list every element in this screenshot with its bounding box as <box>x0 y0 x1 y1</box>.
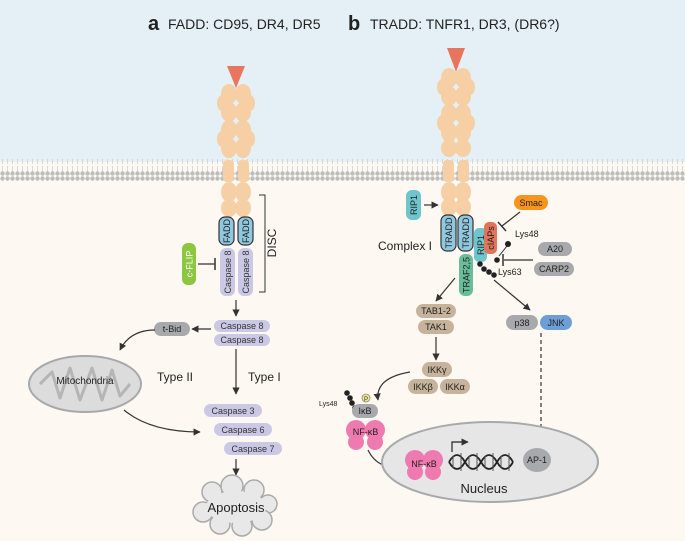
caspase-6-label: Caspase 6 <box>221 425 264 435</box>
arrow-to-mapk <box>493 279 531 311</box>
ligand-b <box>447 48 465 72</box>
mitochondria <box>28 355 142 413</box>
tbid-label: t-Bid <box>163 324 182 334</box>
traf2-5 <box>459 254 473 296</box>
ikk-gamma <box>422 362 452 377</box>
panel-a-letter: a <box>148 13 160 35</box>
nfkb-nucleus-label: NF-κB <box>411 459 437 469</box>
smac <box>514 195 548 210</box>
ligand-a <box>227 66 245 88</box>
ap1-label: AP-1 <box>527 455 547 465</box>
cflip <box>182 243 196 285</box>
nfkb-nuclear <box>405 450 443 480</box>
type-ii-label: Type II <box>157 370 193 384</box>
tbid <box>154 322 190 336</box>
extracellular-space <box>0 0 685 162</box>
caspase-7-label: Caspase 7 <box>231 444 274 454</box>
ciaps-label: cIAPs <box>486 226 496 250</box>
jnk-label: JNK <box>547 318 564 328</box>
a20 <box>538 242 572 256</box>
smac-label: Smac <box>519 198 543 208</box>
tab1-2 <box>416 304 456 318</box>
nfkb-label: NF-κB <box>353 427 379 437</box>
caspase-3-label: Caspase 3 <box>211 406 254 416</box>
fadd-a-left <box>218 216 235 246</box>
nucleus-label: Nucleus <box>461 481 508 496</box>
nfkb-cytoplasmic <box>346 420 385 450</box>
fadd-a-right <box>237 216 254 246</box>
procaspase-8-right-label: Caspase 8 <box>241 250 251 293</box>
complex-i-label: Complex I <box>378 239 432 253</box>
caspase-8-active-1 <box>214 320 270 332</box>
ciaps <box>484 222 497 254</box>
receptor-b <box>437 48 475 216</box>
phospho-group <box>361 393 371 403</box>
jnk <box>540 315 572 330</box>
caspase-8-active-2-label: Caspase 8 <box>220 335 263 345</box>
dna-helix <box>448 453 514 471</box>
fadd-a-left-label: FADD <box>222 219 232 244</box>
panel-b-letter: b <box>348 13 360 35</box>
arrow-mito-to-caspases <box>123 409 201 436</box>
p38-label: p38 <box>514 318 529 328</box>
cflip-label: c-FLIP <box>185 251 195 278</box>
type-i-label: Type I <box>248 370 281 384</box>
ikb <box>352 404 378 418</box>
p38 <box>506 315 538 330</box>
rip1-bound <box>474 228 487 262</box>
apoptosis-label: Apoptosis <box>207 500 265 515</box>
carp2 <box>534 262 574 276</box>
ap1-dimer <box>523 448 551 472</box>
rip1-free <box>406 190 421 220</box>
ikk-gamma-label: IKKγ <box>427 365 447 375</box>
mitochondria-label: Mitochondria <box>56 376 114 387</box>
rip1-free-label: RIP1 <box>409 195 419 215</box>
cytoplasm <box>0 162 685 541</box>
procaspase-8-right <box>238 248 253 296</box>
arrow-tbid-to-mito <box>119 329 156 351</box>
panel-a-title: FADD: CD95, DR4, DR5 <box>168 16 321 32</box>
arrow-to-tab <box>435 277 456 302</box>
caspase-8-active-1-label: Caspase 8 <box>220 321 263 331</box>
ikk-beta <box>408 379 438 394</box>
apoptotic-cell <box>192 474 278 537</box>
tab1-2-label: TAB1-2 <box>421 306 451 316</box>
disc-bracket <box>259 194 266 293</box>
carp2-label: CARP2 <box>539 264 569 274</box>
disc-label: DISC <box>265 228 279 257</box>
nucleus <box>381 421 599 503</box>
tradd-left-label: TRADD <box>444 217 454 248</box>
phospho-label: P <box>364 397 368 403</box>
arrow-ikk-to-ikb <box>373 371 411 401</box>
traf2-5-label: TRAF2,5 <box>462 257 472 293</box>
lys48-label: Lys48 <box>515 229 539 239</box>
ikk-alpha-label: IKKα <box>445 382 465 392</box>
caspase-7 <box>224 442 282 455</box>
tradd-right <box>457 214 474 252</box>
procaspase-8-left-label: Caspase 8 <box>223 250 233 293</box>
plasma-membrane <box>0 159 685 181</box>
smac-inhibition <box>501 211 521 227</box>
tak1-label: TAK1 <box>425 322 447 332</box>
lys48-ikb-label: Lys48 <box>319 401 338 408</box>
tradd-left <box>440 214 457 252</box>
transcription-arrow <box>451 438 469 452</box>
ikb-label: IκB <box>358 406 371 416</box>
panel-b-title: TRADD: TNFR1, DR3, (DR6?) <box>370 16 560 32</box>
ikk-alpha <box>440 379 470 394</box>
tradd-right-label: TRADD <box>461 217 471 248</box>
ikk-beta-label: IKKβ <box>413 382 433 392</box>
lys63-label: Lys63 <box>498 267 522 277</box>
fadd-a-right-label: FADD <box>241 219 251 244</box>
a20-label: A20 <box>547 244 563 254</box>
caspase-3 <box>204 404 262 417</box>
procaspase-8-left <box>220 248 235 296</box>
rip1-bound-label: RIP1 <box>476 235 486 255</box>
caspase-8-active-2 <box>214 334 270 346</box>
tak1 <box>418 320 454 334</box>
caspase-6 <box>214 423 272 436</box>
receptor-a <box>217 66 255 217</box>
